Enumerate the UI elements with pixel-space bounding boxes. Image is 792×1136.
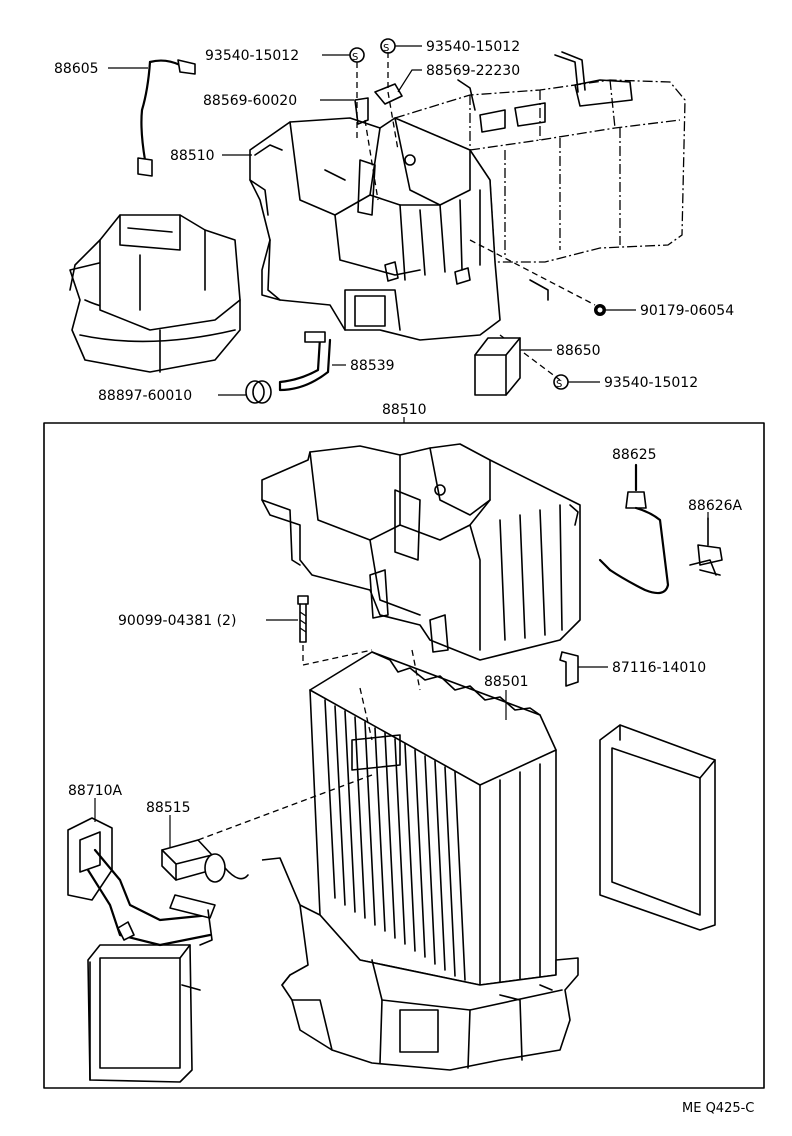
thermistor-drawing: [598, 463, 670, 595]
figure-code: ME Q425-C: [682, 1101, 754, 1116]
label-88510-box: 88510: [382, 402, 427, 418]
label-88569-22230: 88569-22230: [426, 63, 520, 79]
label-88626A: 88626A: [688, 498, 743, 514]
label-93540-15012-a: 93540-15012: [205, 48, 299, 64]
upper-leader-lines: [108, 45, 636, 396]
label-88605: 88605: [54, 61, 99, 77]
bolt-symbol-c-letter: S: [556, 379, 562, 390]
blower-unit-drawing: [69, 214, 241, 373]
cooling-unit-top-drawing: [249, 117, 501, 341]
bolt-drawing: [297, 595, 309, 643]
label-88650: 88650: [556, 343, 601, 359]
label-90099-04381: 90099-04381 (2): [118, 613, 236, 629]
expansion-valve-drawing: [67, 817, 216, 947]
label-90179-06054: 90179-06054: [640, 303, 734, 319]
label-88510-top: 88510: [170, 148, 215, 164]
label-88515: 88515: [146, 800, 191, 816]
lower-guide-lines: [302, 645, 421, 691]
lower-case-drawing: [261, 857, 579, 1071]
bolt-symbol-a-letter: S: [352, 52, 358, 63]
bracket-drawing: [559, 651, 579, 687]
label-93540-15012-b: 93540-15012: [426, 39, 520, 55]
resistor-drawing: [161, 774, 373, 883]
lower-leader-lines: [94, 465, 709, 848]
clip-drawing: [689, 517, 723, 576]
upper-small-parts: [137, 59, 521, 404]
label-88710A: 88710A: [68, 783, 123, 799]
label-88897-60010: 88897-60010: [98, 388, 192, 404]
label-88569-60020: 88569-60020: [203, 93, 297, 109]
bolt-symbol-b-letter: S: [383, 43, 389, 54]
evaporator-drawing: [309, 651, 557, 986]
exploded-view-box: [43, 417, 765, 1089]
upper-case-drawing: [261, 443, 581, 661]
label-88625: 88625: [612, 447, 657, 463]
seal-frames-drawing: [87, 724, 716, 1083]
label-88539: 88539: [350, 358, 395, 374]
label-87116-14010: 87116-14010: [612, 660, 706, 676]
part-labels: 88605 93540-15012 93540-15012 88569-2223…: [54, 39, 754, 1116]
label-88501: 88501: [484, 674, 529, 690]
label-93540-15012-c: 93540-15012: [604, 375, 698, 391]
